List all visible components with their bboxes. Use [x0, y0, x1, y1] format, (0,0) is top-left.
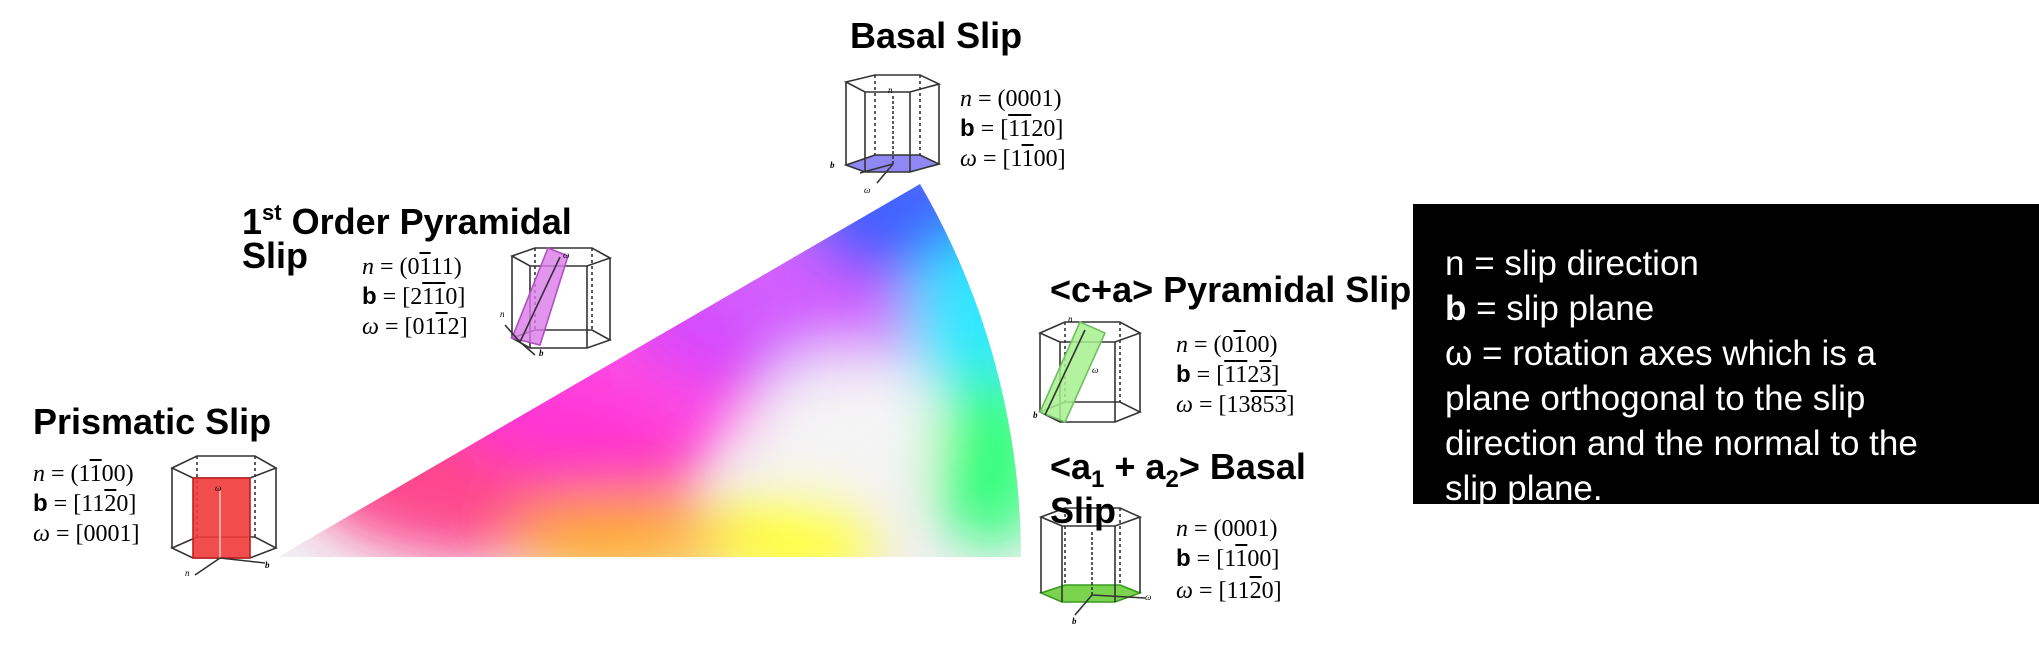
a1a2-icon-omega-label: ω [1145, 592, 1151, 602]
basal-b-index: b = [1120] [960, 115, 1064, 142]
pyramidal-1st-title-line2: Slip [242, 235, 309, 276]
a1a2-title-close: > Basal [1178, 446, 1306, 487]
pyr1-icon-omega-label: ω [563, 250, 569, 260]
ca-icon-omega-label: ω [1092, 365, 1098, 375]
ca-pyramidal-crystal-icon [1038, 320, 1142, 424]
prismatic-icon-b-label: b [265, 560, 270, 570]
a1a2-title-mid: + a [1104, 446, 1166, 487]
a1a2-icon-b-label: b [1072, 616, 1077, 626]
prismatic-b-index: b = [1120] [33, 490, 137, 517]
a1a2-basal-title-line2: Slip [1050, 490, 1117, 531]
pyr1-title-sup: st [262, 200, 282, 225]
basal-icon-b-label: b [830, 160, 835, 170]
a1a2-omega-index: ω = [1120] [1176, 578, 1282, 604]
basal-icon-n-label: n [888, 85, 893, 95]
prismatic-icon-n-label: n [185, 568, 190, 578]
legend-line-4: plane orthogonal to the slip [1445, 379, 1866, 418]
pyr1-title-number: 1 [242, 201, 263, 242]
ca-pyramidal-title: <c+a> Pyramidal Slip [1050, 269, 1412, 310]
basal-slip-crystal-icon [843, 74, 942, 184]
legend-panel: n = slip direction b = slip plane ω = ro… [1413, 204, 2039, 504]
basal-n-index: n = (0001) [960, 86, 1062, 112]
basal-icon-omega-label: ω [864, 185, 870, 195]
pyr1-omega-index: ω = [0112] [362, 314, 468, 340]
ca-icon-n-label: n [1068, 314, 1073, 324]
prismatic-n-index: n = (1100) [33, 461, 134, 487]
pyr1-n-index: n = (0111) [362, 254, 462, 280]
legend-line-6: slip plane. [1445, 469, 1603, 504]
ca-icon-b-label: b [1033, 410, 1038, 420]
pyr1-b-index: b = [2110] [362, 283, 466, 310]
pyr1-icon-b-label: b [539, 348, 544, 358]
a1a2-title-sub2: 2 [1165, 466, 1179, 493]
pyramidal-1st-crystal-icon [504, 246, 612, 356]
a1a2-plane-fill [1038, 584, 1143, 603]
prismatic-omega-index: ω = [0001] [33, 521, 140, 547]
pyr1-icon-n-label: n [500, 309, 505, 319]
basal-slip-title: Basal Slip [850, 15, 1023, 56]
basal-omega-index: ω = [1100] [960, 146, 1066, 172]
pyramidal-1st-plane-fill [510, 246, 569, 346]
a1a2-basal-crystal-icon [1038, 507, 1146, 616]
legend-line-b: b = slip plane [1445, 289, 1655, 328]
legend-line-omega: ω = rotation axes which is a [1445, 334, 1877, 373]
a1a2-title-sub1: 1 [1091, 466, 1105, 493]
ca-plane-fill [1038, 320, 1107, 424]
legend-line-n: n = slip direction [1445, 244, 1699, 283]
a1a2-basal-title: <a1 + a2> Basal [1050, 447, 1306, 500]
ca-omega-index: ω = [13853] [1176, 392, 1295, 418]
pyr1-title-rest: Order Pyramidal [281, 201, 572, 242]
prismatic-crystal-icon [170, 455, 278, 576]
legend-line-5: direction and the normal to the [1445, 424, 1918, 463]
a1a2-n-index: n = (0001) [1176, 516, 1278, 542]
ca-n-index: n = (0100) [1176, 332, 1278, 358]
pyramidal-1st-title: 1st Order Pyramidal [242, 193, 572, 242]
prismatic-slip-title: Prismatic Slip [33, 401, 272, 442]
a1a2-title-open: <a [1050, 446, 1092, 487]
ca-b-index: b = [1123] [1176, 361, 1280, 388]
prismatic-icon-omega-label: ω [215, 483, 221, 493]
a1a2-b-index: b = [1100] [1176, 545, 1280, 572]
prismatic-plane-fill [192, 477, 251, 559]
